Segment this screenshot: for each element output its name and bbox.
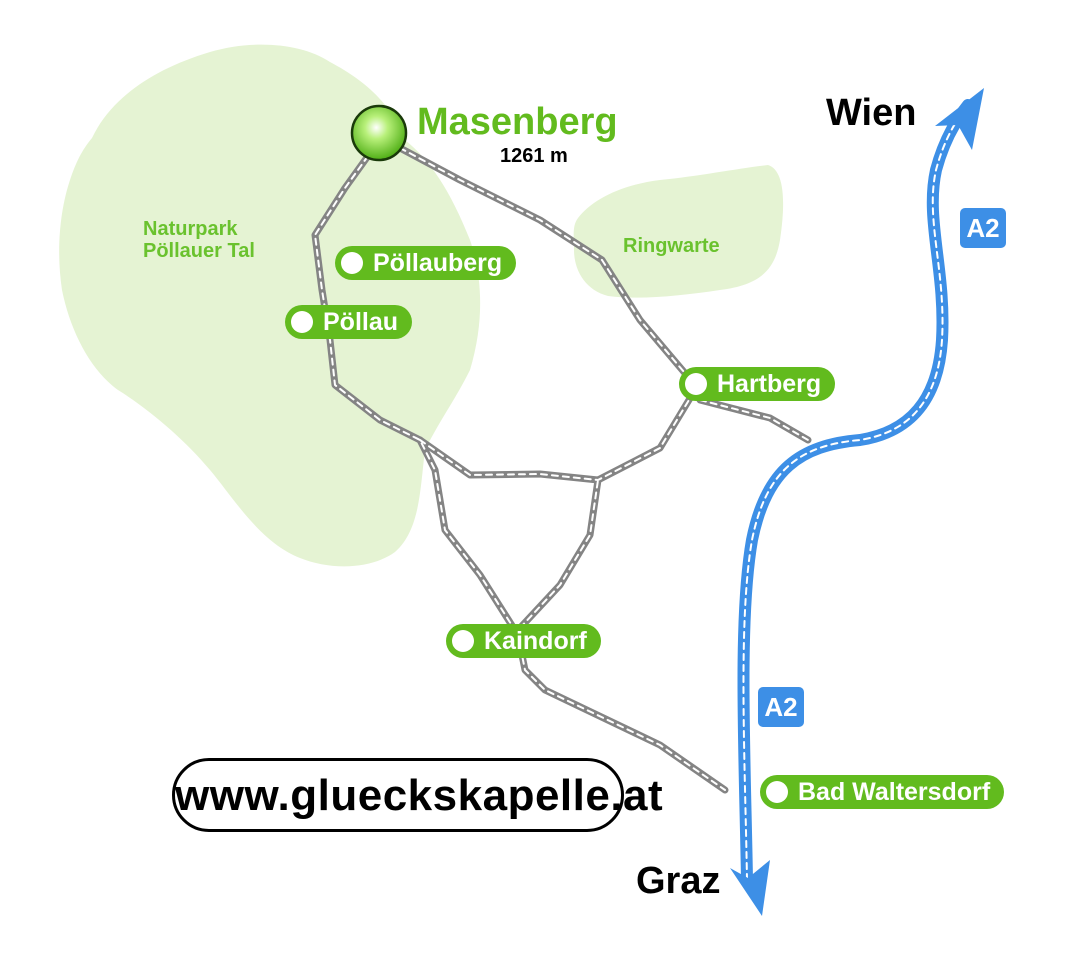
naturpark-label-line2: Pöllauer Tal (143, 240, 255, 262)
town-poellau[interactable]: Pöllau (285, 305, 413, 339)
town-poellauberg-label: Pöllauberg (373, 249, 503, 277)
town-dot-icon (685, 373, 707, 395)
town-hartberg-label: Hartberg (717, 370, 822, 398)
town-kaindorf[interactable]: Kaindorf (446, 624, 601, 658)
naturpark-area (59, 44, 481, 567)
ringwarte-label: Ringwarte (623, 235, 720, 257)
website-link-text: www.glueckskapelle.at (175, 771, 664, 820)
road-network (311, 144, 812, 794)
town-kaindorf-label: Kaindorf (484, 627, 587, 655)
a2-shield-north: A2 (960, 208, 1006, 248)
town-dot-icon (766, 781, 788, 803)
city-wien: Wien (826, 92, 917, 134)
town-bad-waltersdorf-label: Bad Waltersdorf (798, 778, 991, 806)
a2-shield-south: A2 (758, 687, 804, 727)
town-hartberg[interactable]: Hartberg (679, 367, 836, 401)
town-poellau-label: Pöllau (323, 308, 399, 336)
town-poellauberg[interactable]: Pöllauberg (335, 246, 517, 280)
website-link[interactable]: www.glueckskapelle.at (172, 758, 663, 832)
summit-marker-icon (350, 104, 408, 162)
arrow-down-icon (730, 860, 770, 916)
town-dot-icon (452, 630, 474, 652)
town-dot-icon (291, 311, 313, 333)
ringwarte-area (573, 165, 784, 298)
summit-name: Masenberg (417, 101, 618, 143)
arrow-up-icon (935, 88, 984, 150)
naturpark-label: Naturpark Pöllauer Tal (143, 218, 255, 262)
motorway-a2 (737, 99, 974, 886)
town-dot-icon (341, 252, 363, 274)
city-graz: Graz (636, 860, 721, 902)
town-bad-waltersdorf[interactable]: Bad Waltersdorf (760, 775, 1005, 809)
road-hartberg-a2 (696, 396, 812, 444)
summit-elevation: 1261 m (500, 145, 568, 167)
road-kaindorf-north (516, 476, 602, 632)
naturpark-label-line1: Naturpark (143, 218, 238, 240)
road-cross-east-west (416, 386, 699, 484)
